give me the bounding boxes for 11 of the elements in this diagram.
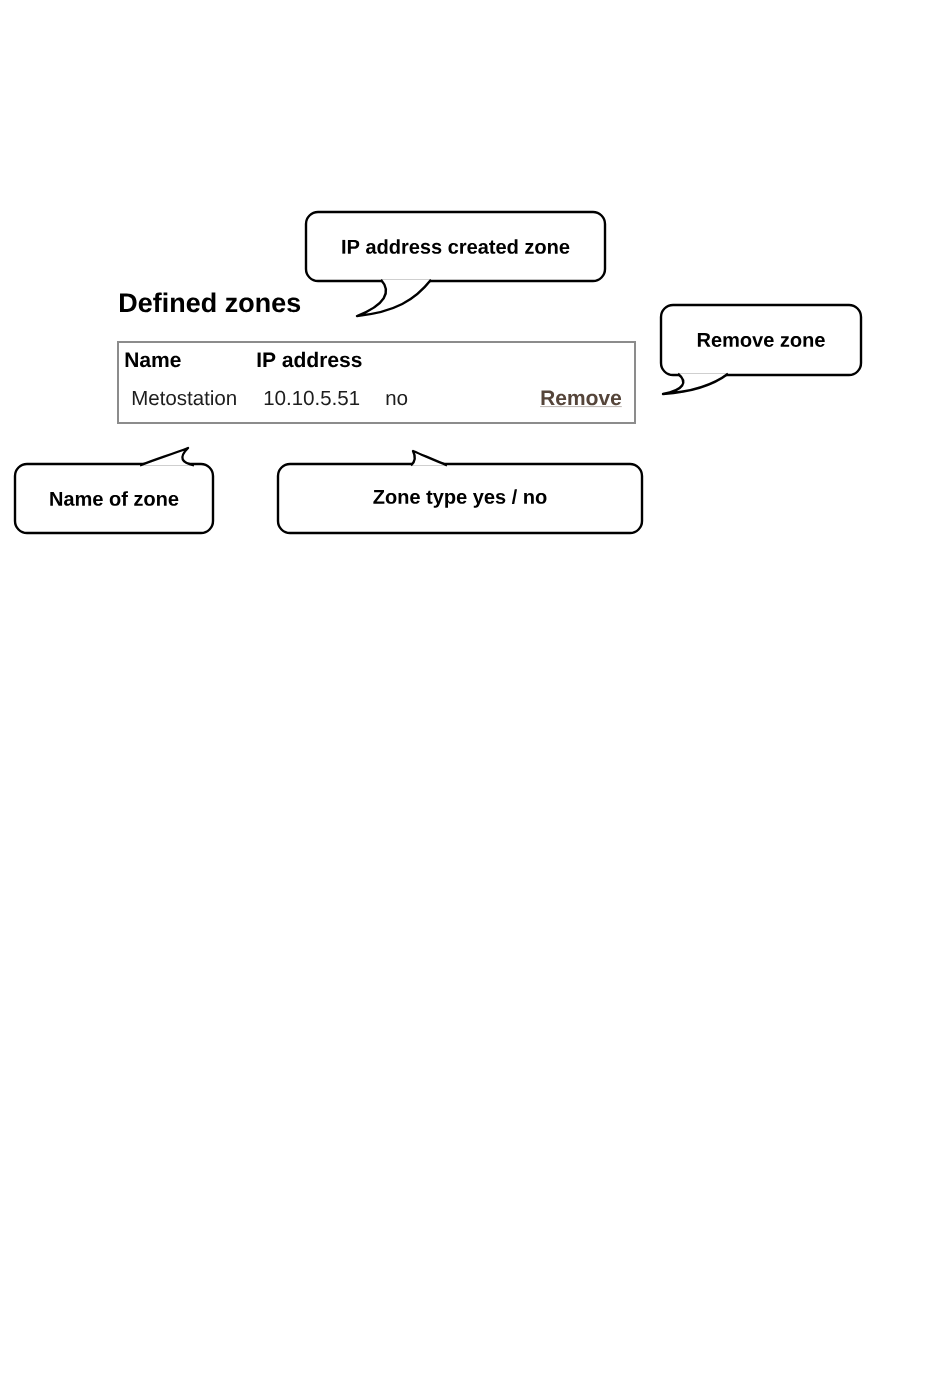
speech-bubble: Remove zone: [659, 303, 863, 396]
speech-bubble: Zone type yes / no: [276, 449, 644, 535]
column-heading: IP address: [257, 351, 362, 368]
remove-link: Remove: [539, 390, 622, 407]
speech-bubble: IP address created zone: [304, 210, 607, 318]
table-value: no: [386, 394, 408, 406]
table-value: Metostation: [132, 390, 236, 406]
column-heading: Name: [125, 352, 181, 368]
table-heading: Defined zones: [120, 292, 301, 313]
speech-bubble: Name of zone: [13, 446, 215, 535]
table-value: 10.10.5.51: [264, 390, 360, 406]
